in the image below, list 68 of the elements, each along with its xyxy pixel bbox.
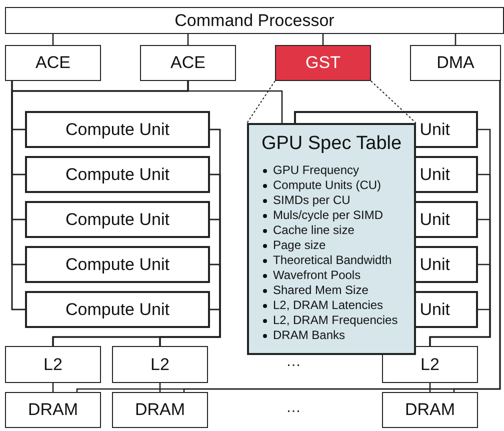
block-box — [25, 156, 210, 193]
block-box — [416, 111, 478, 148]
connector-line — [187, 34, 189, 45]
block-label: GST — [306, 53, 340, 73]
block-label: DRAM — [134, 400, 186, 420]
block-box — [25, 246, 210, 283]
block-label: ACE — [170, 53, 206, 73]
spec-list-item: L2, DRAM Latencies — [273, 298, 384, 313]
block-label: DRAM — [28, 400, 78, 420]
block-label: Compute Unit — [66, 300, 170, 320]
connector-line — [429, 308, 491, 346]
block-label: DMA — [436, 53, 474, 73]
spec-list-item: Muls/cycle per SIMD — [273, 208, 384, 223]
spec-list-item: Page size — [273, 238, 326, 253]
block-box — [112, 346, 208, 383]
block-label: DRAM — [404, 400, 456, 420]
block-box — [112, 392, 208, 428]
block-box — [382, 392, 478, 428]
block-label: Command Processor — [174, 10, 334, 30]
spec-list-item: Shared Mem Size — [273, 283, 368, 298]
block-label: Unit — [420, 164, 450, 184]
ellipsis-label: … — [286, 353, 301, 370]
block-label: Compute Unit — [66, 210, 170, 230]
block-box — [416, 291, 478, 328]
dashed-callout-line — [246, 80, 276, 124]
block-label: L2 — [150, 354, 170, 374]
popup-title: GPU Spec Table — [260, 133, 403, 155]
ellipsis-label: … — [286, 399, 301, 416]
spec-list-item: SIMDs per CU — [273, 193, 350, 208]
block-box — [416, 246, 478, 283]
block-box — [25, 291, 210, 328]
spec-list-item: DRAM Banks — [273, 328, 346, 343]
block-label: Compute Unit — [66, 164, 170, 184]
block-label: L2 — [44, 354, 62, 374]
block-box — [275, 45, 371, 81]
block-box — [140, 45, 236, 81]
spec-table-popup — [247, 123, 416, 355]
spec-list-item: Cache line size — [273, 223, 354, 238]
block-label: Unit — [420, 120, 450, 140]
block-box — [25, 201, 210, 238]
connector-line — [322, 34, 324, 45]
block-label: Unit — [420, 300, 450, 320]
spec-list-item: Compute Units (CU) — [273, 178, 382, 193]
block-label: Unit — [420, 254, 450, 274]
dashed-callout-line — [370, 80, 416, 124]
block-label: Compute Unit — [66, 120, 170, 140]
block-box — [416, 201, 478, 238]
block-box — [382, 346, 478, 383]
connector-line — [159, 308, 221, 346]
connector-line — [187, 81, 283, 123]
block-label: ACE — [36, 53, 70, 73]
spec-list-item: Theoretical Bandwidth — [273, 253, 392, 268]
block-label: L2 — [420, 354, 440, 374]
block-label: Unit — [420, 210, 450, 230]
spec-list-item: GPU Frequency — [273, 163, 360, 178]
block-box — [410, 45, 501, 81]
spec-list-item: L2, DRAM Frequencies — [273, 313, 398, 328]
connector-line — [454, 34, 456, 45]
block-label: Compute Unit — [66, 254, 170, 274]
block-box — [416, 156, 478, 193]
block-box — [5, 45, 101, 81]
block-box — [5, 392, 101, 428]
spec-list-item: Wavefront Pools — [273, 268, 361, 283]
connector-line — [52, 34, 54, 45]
block-box — [5, 7, 504, 34]
block-box — [25, 111, 210, 148]
connector-line — [453, 81, 501, 392]
block-box — [5, 346, 101, 383]
